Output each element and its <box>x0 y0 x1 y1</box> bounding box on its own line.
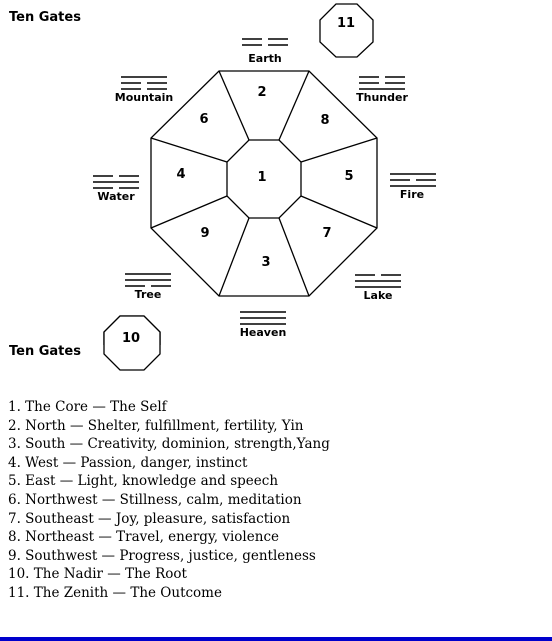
list-item: 9. Southwest — Progress, justice, gentle… <box>8 547 316 564</box>
spoke-line <box>218 217 250 297</box>
heaven-trigram-icon <box>240 311 286 325</box>
spoke-line <box>278 70 310 141</box>
earth-trigram-icon <box>242 38 288 46</box>
spoke-line <box>150 137 228 163</box>
trigram-label-fire: Fire <box>400 188 424 201</box>
nadir-number: 10 <box>122 331 140 345</box>
list-item: 1. The Core — The Self <box>8 399 167 415</box>
list-item: 2. North — Shelter, fulfillment, fertili… <box>8 417 304 434</box>
tree-trigram-icon <box>125 273 171 287</box>
section-number-center: 1 <box>257 170 266 185</box>
zenith-octagon <box>319 3 374 58</box>
thunder-trigram-icon <box>359 76 405 90</box>
section-heading: Ten Gates <box>9 344 81 359</box>
list-item: 3. South — Creativity, dominion, strengt… <box>8 436 330 453</box>
spoke-line <box>300 137 378 163</box>
spoke-line <box>278 217 310 297</box>
section-number-north: 2 <box>257 85 266 100</box>
list-item: 4. West — Passion, danger, instinct <box>8 454 248 471</box>
trigram-label-lake: Lake <box>364 289 393 302</box>
spoke-line <box>218 70 250 141</box>
zenith-number: 11 <box>337 16 355 31</box>
list-item: 5. East — Light, knowledge and speech <box>8 473 279 490</box>
list-item: 11. The Zenith — The Outcome <box>8 584 222 601</box>
section-number-east: 5 <box>344 169 353 184</box>
section-number-southeast: 7 <box>322 226 331 241</box>
section-number-southwest: 9 <box>200 226 209 241</box>
gate-list: 1. The Core — The Self 2. North — Shelte… <box>8 398 330 603</box>
page-title: Ten Gates <box>9 10 81 25</box>
list-item: 6. Northwest — Stillness, calm, meditati… <box>8 491 302 508</box>
trigram-label-mountain: Mountain <box>115 91 173 104</box>
list-item: 8. Northeast — Travel, energy, violence <box>8 529 279 546</box>
trigram-label-thunder: Thunder <box>356 91 408 104</box>
bottom-bar <box>0 637 552 641</box>
list-item: 10. The Nadir — The Root <box>8 566 187 583</box>
ten-gates-diagram: 1 2 3 4 5 6 7 8 9 11 10 <box>93 3 436 345</box>
water-trigram-icon <box>93 175 139 189</box>
trigram-label-earth: Earth <box>248 52 281 65</box>
lake-trigram-icon <box>355 274 401 288</box>
section-number-northeast: 8 <box>320 113 329 128</box>
section-number-northwest: 6 <box>199 112 208 127</box>
section-number-west: 4 <box>176 167 185 182</box>
section-number-south: 3 <box>261 255 270 270</box>
mountain-trigram-icon <box>121 76 167 90</box>
list-item: 7. Southeast — Joy, pleasure, satisfacti… <box>8 510 291 527</box>
spoke-line <box>150 195 228 229</box>
trigram-label-heaven: Heaven <box>240 326 287 339</box>
trigram-label-water: Water <box>97 190 135 203</box>
spoke-line <box>300 195 378 229</box>
fire-trigram-icon <box>390 173 436 187</box>
trigram-label-tree: Tree <box>135 288 162 301</box>
